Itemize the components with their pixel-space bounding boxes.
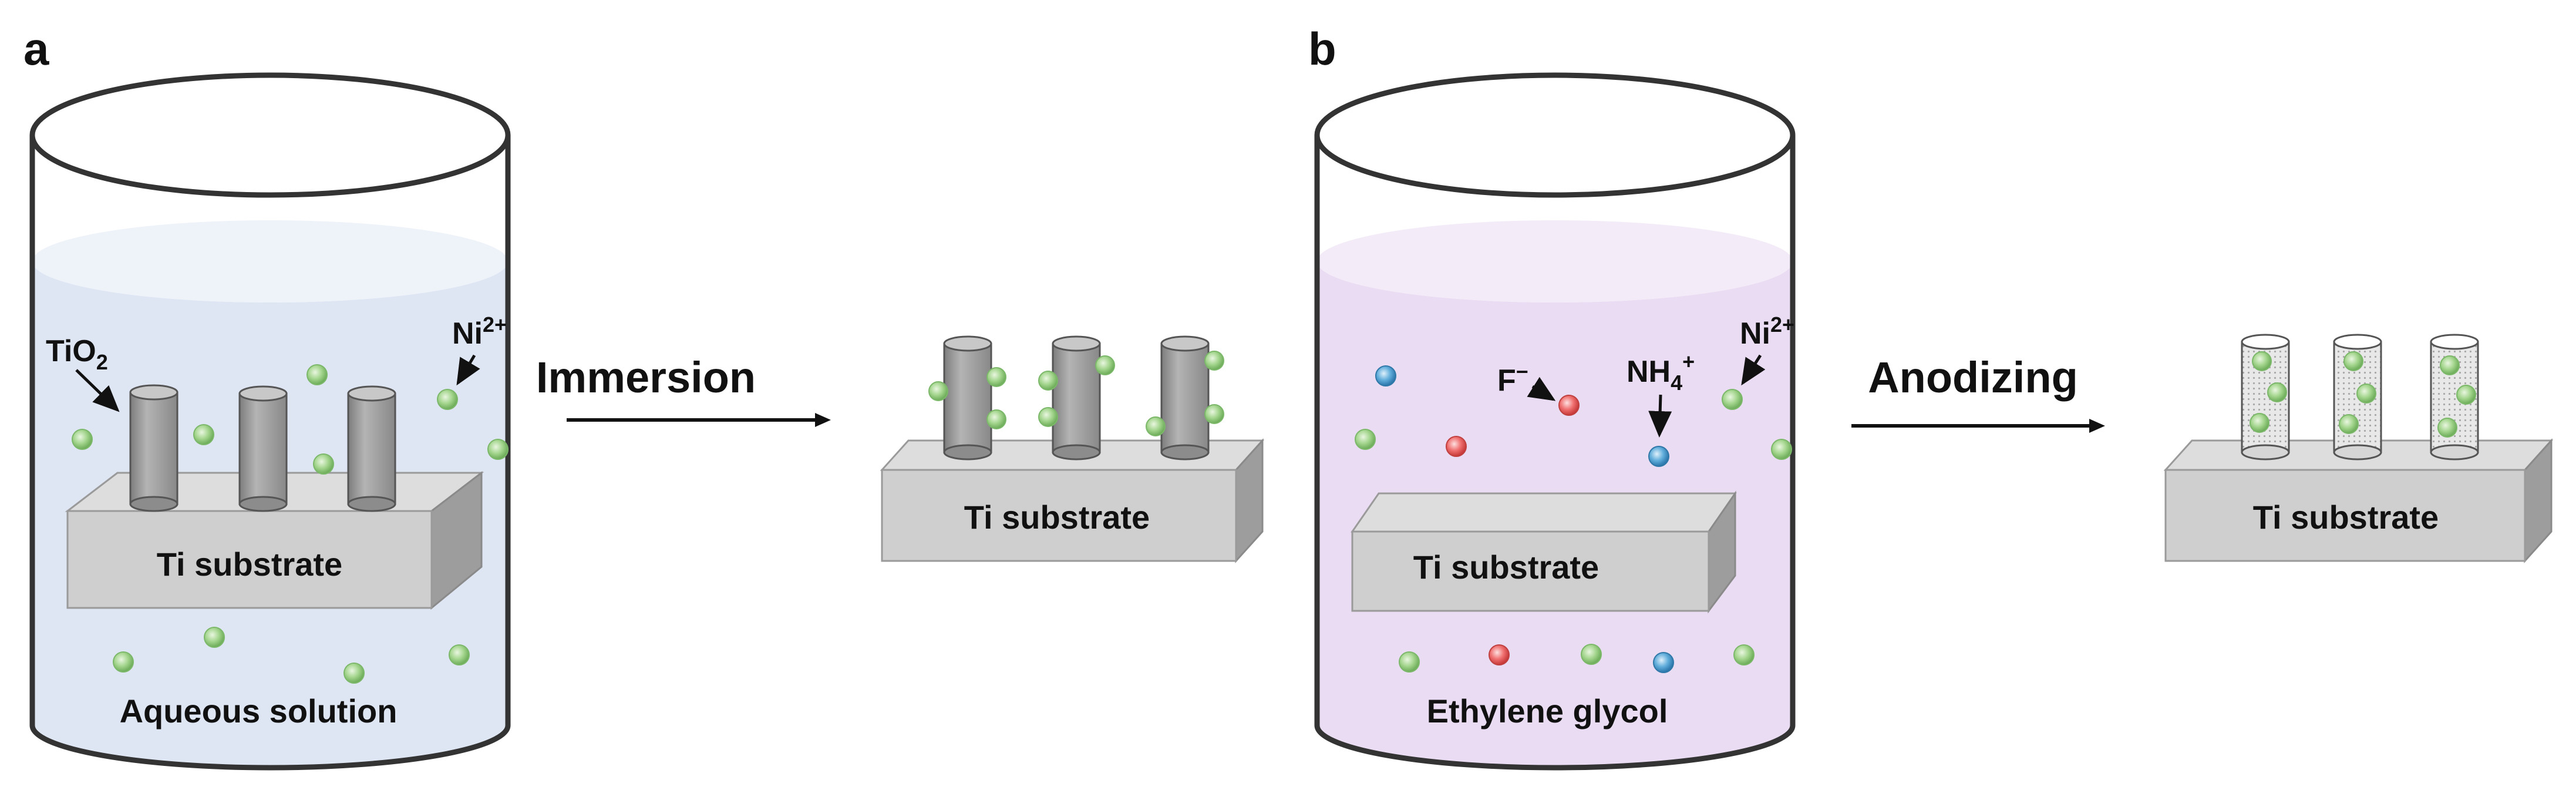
ni-ion — [1355, 429, 1376, 450]
f-ion — [1446, 436, 1467, 457]
ni-ion — [437, 389, 458, 410]
panel-a: a Ti substrate — [23, 23, 511, 771]
substrate-b-label: Ti substrate — [1413, 549, 1599, 586]
panel-label-b: b — [1308, 23, 1336, 75]
ni-ion — [2250, 413, 2269, 433]
tio2-nanotubes-a — [129, 384, 396, 512]
substrate-b: Ti substrate — [1351, 490, 1737, 614]
ni-ion — [113, 651, 134, 673]
nanotube — [1160, 335, 1210, 460]
ni-ion — [928, 381, 948, 401]
step-anodizing: Anodizing — [1851, 353, 2105, 433]
tio2-label: TiO2 — [46, 334, 108, 374]
substrate-result2-label: Ti substrate — [2253, 499, 2439, 536]
ni-ion — [193, 424, 214, 445]
ni-ion — [2343, 351, 2363, 371]
f-label: F− — [1497, 359, 1528, 398]
result-ni-doped-nanotubes: Ti substrate — [2163, 334, 2554, 563]
anodizing-label: Anodizing — [1868, 353, 2078, 402]
ni-pointer-arrow-a — [456, 354, 480, 386]
beaker-b-wall — [1314, 135, 1796, 771]
ni-ion — [2339, 414, 2359, 434]
adsorbed-ni-ions — [928, 351, 1224, 436]
embedded-ni-ions — [2250, 351, 2476, 438]
ni-ion — [1771, 439, 1792, 460]
result-ni-tio2: Ti substrate — [880, 335, 1265, 563]
ni-ion — [1095, 355, 1115, 375]
f-ion — [1558, 395, 1580, 416]
ni-ion — [2456, 385, 2476, 405]
step-immersion: Immersion — [536, 353, 831, 427]
nh4-ion — [1648, 446, 1669, 467]
ni-ion — [2267, 382, 2287, 402]
solution-label-b: Ethylene glycol — [1427, 692, 1668, 730]
f-pointer-arrow — [1527, 376, 1556, 401]
ni-ion — [313, 453, 334, 475]
ni-ion — [1038, 407, 1058, 427]
ni-tio2-nanotubes — [943, 335, 1210, 460]
beaker-a-rim — [29, 72, 511, 198]
f-ion — [1489, 644, 1510, 665]
nh4-ion — [1375, 365, 1396, 386]
ni-ion — [449, 644, 470, 665]
nh4-ion — [1653, 652, 1674, 673]
ni-ion — [1204, 351, 1224, 371]
ni-ion — [2440, 355, 2460, 375]
substrate-a-label: Ti substrate — [157, 546, 342, 583]
ni-ion — [1204, 404, 1224, 424]
nh4-label: NH4+ — [1627, 349, 1695, 395]
ni-ion — [344, 663, 365, 684]
immersion-label: Immersion — [536, 353, 756, 402]
ni-ion — [2356, 384, 2376, 404]
beaker-a-wall — [29, 135, 511, 771]
solution-label-a: Aqueous solution — [120, 692, 398, 730]
ni-ion — [72, 429, 93, 450]
panel-b: b Ti substrate — [1308, 23, 1796, 771]
solution-b-surface — [1317, 220, 1793, 302]
nanotube — [129, 384, 179, 512]
beaker-b-rim — [1314, 72, 1796, 198]
substrate-a-front — [66, 510, 433, 609]
ni-pointer-arrow-b — [1741, 354, 1766, 386]
substrate-result1-label: Ti substrate — [964, 499, 1150, 536]
immersion-arrow-head — [815, 413, 831, 427]
nanotube — [238, 385, 288, 512]
ni-label-a: Ni2+ — [452, 312, 507, 351]
ni-ion — [2252, 351, 2272, 371]
ni-ion — [1399, 651, 1420, 673]
substrate-a: Ti substrate — [65, 470, 484, 610]
tio2-pointer-arrow — [75, 369, 120, 412]
solution-a-surface — [32, 220, 508, 302]
nanotube — [943, 335, 992, 460]
ni-ion — [2437, 418, 2457, 438]
ni-ion — [1581, 644, 1602, 665]
ni-label-b: Ni2+ — [1740, 312, 1794, 351]
ions-b — [1355, 365, 1792, 673]
ni-ions-a — [72, 364, 509, 684]
ni-ion — [487, 439, 509, 460]
ni-ion — [1722, 389, 1743, 410]
ni-ion — [986, 367, 1006, 387]
ni-ion — [1733, 644, 1755, 665]
ni-ion — [307, 364, 328, 385]
beaker-b — [1314, 72, 1796, 771]
ni-ion — [1146, 416, 1166, 436]
ni-ion — [986, 409, 1006, 429]
ni-ion — [1038, 371, 1058, 391]
nanotube — [347, 385, 396, 512]
anodizing-arrow-head — [2089, 419, 2105, 433]
nh4-pointer-arrow — [1648, 394, 1672, 438]
ni-ion — [204, 627, 225, 648]
panel-label-a: a — [23, 23, 49, 75]
nanotube — [1052, 335, 1101, 460]
